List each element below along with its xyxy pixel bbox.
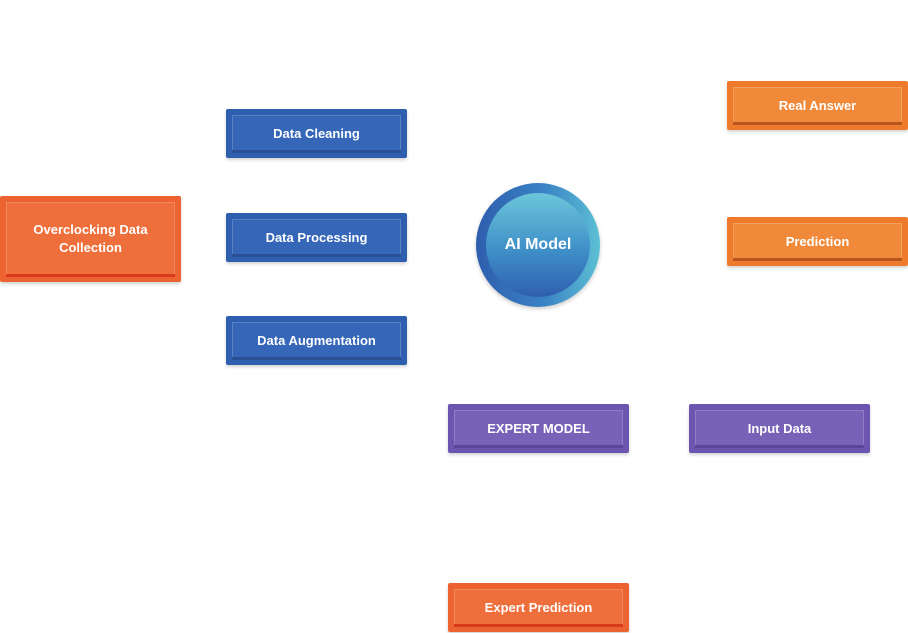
expert-prediction-label: Expert Prediction bbox=[484, 599, 593, 615]
expert-model-node: EXPERT MODEL bbox=[448, 404, 629, 453]
node-underline bbox=[232, 150, 401, 153]
node-underline bbox=[232, 254, 401, 257]
node-inner bbox=[733, 87, 902, 124]
real-answer-label: Real Answer bbox=[778, 97, 857, 113]
node-underline bbox=[733, 122, 902, 125]
node-inner bbox=[6, 202, 175, 276]
data-augmentation-label: Data Augmentation bbox=[257, 332, 376, 348]
node-underline bbox=[232, 357, 401, 360]
ai-model-node: AI Model bbox=[476, 183, 600, 307]
data-processing-node: Data Processing bbox=[226, 213, 407, 262]
data-augmentation-node: Data Augmentation bbox=[226, 316, 407, 365]
node-underline bbox=[6, 274, 175, 277]
overclocking-data-collection-label: Overclocking Data Collection bbox=[33, 222, 148, 255]
expert-model-label: EXPERT MODEL bbox=[487, 420, 590, 436]
node-inner bbox=[232, 219, 401, 256]
overclocking-data-collection-node: Overclocking Data Collection bbox=[0, 196, 181, 282]
data-cleaning-node: Data Cleaning bbox=[226, 109, 407, 158]
node-underline bbox=[695, 445, 864, 448]
node-inner bbox=[454, 410, 623, 447]
node-inner bbox=[232, 115, 401, 152]
node-inner bbox=[232, 322, 401, 359]
node-underline bbox=[454, 624, 623, 627]
data-processing-label: Data Processing bbox=[265, 229, 368, 245]
node-inner bbox=[454, 589, 623, 626]
input-data-node: Input Data bbox=[689, 404, 870, 453]
node-underline bbox=[733, 258, 902, 261]
real-answer-node: Real Answer bbox=[727, 81, 908, 130]
node-inner bbox=[733, 223, 902, 260]
data-cleaning-label: Data Cleaning bbox=[273, 125, 360, 141]
expert-prediction-node: Expert Prediction bbox=[448, 583, 629, 632]
ai-model-core: AI Model bbox=[486, 193, 590, 297]
prediction-label: Prediction bbox=[785, 233, 850, 249]
ai-model-label: AI Model bbox=[504, 236, 572, 253]
node-underline bbox=[454, 445, 623, 448]
input-data-label: Input Data bbox=[747, 420, 812, 436]
prediction-node: Prediction bbox=[727, 217, 908, 266]
node-inner bbox=[695, 410, 864, 447]
